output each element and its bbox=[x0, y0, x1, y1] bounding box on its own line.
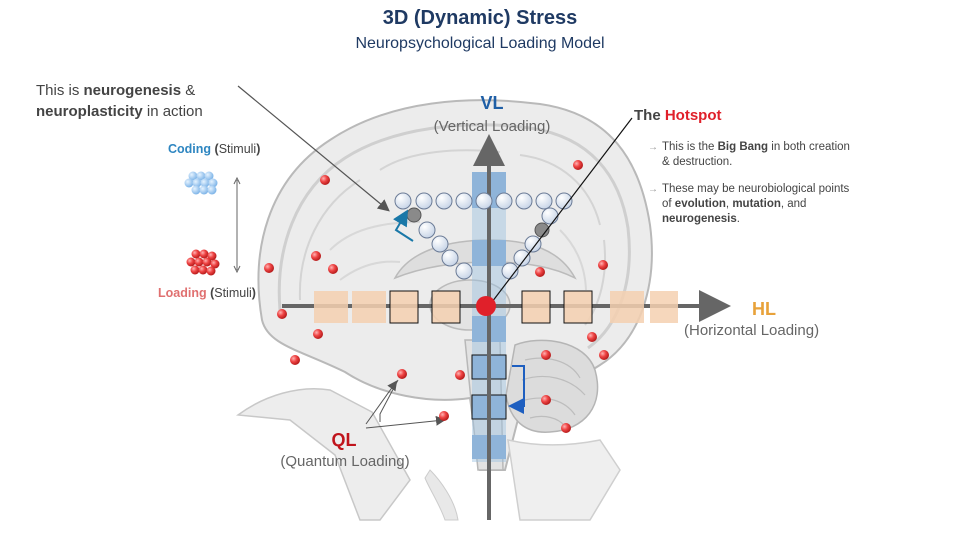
coding-label: Coding (Stimuli) bbox=[168, 142, 261, 156]
hl-sublabel: (Horizontal Loading) bbox=[684, 322, 820, 339]
hl-label: HL bbox=[752, 299, 776, 319]
callout-pointer bbox=[237, 85, 390, 212]
stimuli-particles bbox=[264, 160, 609, 433]
neurogenesis-callout: This is neurogenesis &neuroplasticity in… bbox=[36, 82, 203, 120]
vl-label: VL bbox=[480, 93, 504, 113]
hl-box-marked bbox=[431, 290, 461, 324]
diagram-subtitle: Neuropsychological Loading Model bbox=[355, 35, 605, 52]
plasticity-arrow bbox=[393, 209, 414, 242]
hl-box bbox=[352, 291, 386, 323]
hl-box-marked bbox=[389, 290, 419, 324]
ql-pointer bbox=[365, 415, 446, 429]
note-item: →These may be neurobiological points of … bbox=[648, 183, 850, 225]
ql-pointer bbox=[365, 380, 398, 425]
ql-sublabel: (Quantum Loading) bbox=[280, 453, 410, 470]
loading-cluster-icon bbox=[186, 249, 220, 276]
ql-label: QL bbox=[331, 430, 357, 450]
hl-box-marked bbox=[521, 290, 551, 324]
hotspot-notes: →This is the Big Bang in both creation &… bbox=[648, 140, 858, 239]
hl-box bbox=[610, 291, 644, 323]
cycle-arrow bbox=[508, 365, 525, 414]
hl-box-marked bbox=[563, 290, 593, 324]
diagram-title: 3D (Dynamic) Stress bbox=[382, 7, 578, 29]
vl-sublabel: (Vertical Loading) bbox=[433, 118, 551, 135]
loading-label: Loading (Stimuli) bbox=[158, 286, 256, 300]
hl-box bbox=[314, 291, 348, 323]
hl-box bbox=[650, 291, 678, 323]
arrow-bullet-icon: → bbox=[648, 142, 658, 153]
arrow-bullet-icon: → bbox=[648, 184, 658, 195]
neuron-chain bbox=[394, 192, 573, 280]
coding-cluster-icon bbox=[184, 171, 218, 195]
hotspot-label: The Hotspot bbox=[634, 107, 722, 124]
note-item: →This is the Big Bang in both creation &… bbox=[648, 141, 850, 168]
hotspot-pointer bbox=[491, 117, 633, 303]
hotspot-dot bbox=[476, 296, 496, 316]
horizontal-loading-row bbox=[314, 290, 678, 324]
